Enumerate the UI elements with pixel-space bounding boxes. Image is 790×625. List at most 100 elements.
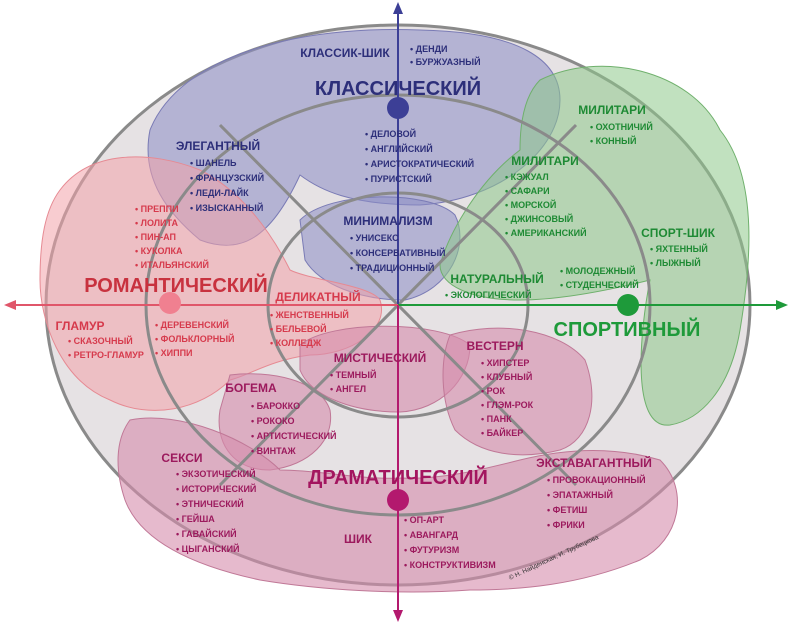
group-title: НАТУРАЛЬНЫЙ [450,271,543,286]
style-item: • КЛУБНЫЙ [481,371,532,382]
style-item: • КОНСТРУКТИВИЗМ [404,560,496,570]
style-item: • ТРАДИЦИОННЫЙ [350,262,434,273]
style-item: • БУРЖУАЗНЫЙ [410,56,481,67]
group-sport-chic: СПОРТ-ШИК • ЯХТЕННЫЙ • ЛЫЖНЫЙ [641,226,715,268]
style-item: • САФАРИ [505,186,550,196]
style-item: • УНИСЕКС [350,233,399,243]
group-title: ЭЛЕГАНТНЫЙ [176,138,260,153]
group-boho: БОГЕМА• БАРОККО• РОКОКО• АРТИСТИЧЕСКИЙ• … [225,381,336,456]
style-item: • БАРОККО [251,401,300,411]
style-item: • ПРЕППИ [135,204,179,214]
group-title: МИЛИТАРИ [578,103,646,117]
style-item: • ГЛЭМ-РОК [481,400,534,410]
style-item: • ХИППИ [155,348,193,358]
style-item: • ПАНК [481,414,512,424]
style-item: • ДЕРЕВЕНСКИЙ [155,319,229,330]
arrow-right-icon [776,300,788,310]
style-item: • ЛОЛИТА [135,218,178,228]
style-item: • ЖЕНСТВЕННЫЙ [270,309,349,320]
style-item: • ЦЫГАНСКИЙ [176,543,240,554]
style-item: • ДЕНДИ [410,44,447,54]
style-item: • ИЗЫСКАННЫЙ [190,202,263,213]
style-item: • КУКОЛКА [135,246,183,256]
group-title: ГЛАМУР [55,319,104,333]
style-item: • ВИНТАЖ [251,446,297,456]
style-item: • ФРИКИ [547,520,585,530]
style-item: • ЛЫЖНЫЙ [650,257,701,268]
group-title: ЭКСТАВАГАНТНЫЙ [536,455,652,470]
style-item: • СКАЗОЧНЫЙ [68,335,133,346]
style-item: • ПИН-АП [135,232,176,242]
group-youth: • МОЛОДЕЖНЫЙ • СТУДЕНЧЕСКИЙ [560,265,639,290]
group-military-inner: МИЛИТАРИ• КЭЖУАЛ• САФАРИ• МОРСКОЙ• ДЖИНС… [505,154,587,238]
style-item: • ФЕТИШ [547,505,587,515]
group-extravagant: ЭКСТАВАГАНТНЫЙ• ПРОВОКАЦИОННЫЙ• ЭПАТАЖНЫ… [536,455,652,530]
sport-zone [439,65,750,426]
style-item: • АМЕРИКАНСКИЙ [505,227,587,238]
group-avant: • ОП-АРТ • АВАНГАРД • ФУТУРИЗМ • КОНСТРУКТИ… [404,515,496,570]
style-item: • ШАНЕЛЬ [190,158,237,168]
style-item: • ЭПАТАЖНЫЙ [547,489,613,500]
style-item: • КОНСЕРВАТИВНЫЙ [350,247,446,258]
style-item: • ФРАНЦУЗСКИЙ [190,172,264,183]
style-item: • АНГЛИЙСКИЙ [365,143,433,154]
style-item: • РЕТРО-ГЛАМУР [68,350,144,360]
style-groups: КЛАССИК-ШИК• ДЕНДИ• БУРЖУАЗНЫЙ• ДЕЛОВОЙ•… [55,44,715,570]
style-item: • ФОЛЬКЛОРНЫЙ [155,333,234,344]
style-item: • ОХОТНИЧИЙ [590,121,653,132]
sport-dot [617,294,639,316]
group-delicate: ДЕЛИКАТНЫЙ • ЖЕНСТВЕННЫЙ • БЕЛЬЕВОЙ • КОЛЛЕ… [270,289,361,348]
style-item: • КОЛЛЕДЖ [270,338,322,348]
group-rustic: • ДЕРЕВЕНСКИЙ • ФОЛЬКЛОРНЫЙ • ХИППИ [155,319,234,358]
style-item: • АНГЕЛ [330,384,366,394]
style-item: • БЕЛЬЕВОЙ [270,323,327,334]
group-elegant: ЭЛЕГАНТНЫЙ • ШАНЕЛЬ • ФРАНЦУЗСКИЙ • ЛЕДИ-ЛА… [176,138,264,213]
group-title: ВЕСТЕРН [466,339,523,353]
group-minimalism: МИНИМАЛИЗМ • УНИСЕКС • КОНСЕРВАТИВНЫЙ • ТРА… [343,214,445,273]
style-item: • ЛЕДИ-ЛАЙК [190,187,249,198]
group-military-outer: МИЛИТАРИ• ОХОТНИЧИЙ• КОННЫЙ [578,103,653,146]
style-item: • РОК [481,386,506,396]
style-item: • ОП-АРТ [404,515,445,525]
group-mystic: МИСТИЧЕСКИЙ• ТЕМНЫЙ• АНГЕЛ [330,350,426,394]
style-item: • ИТАЛЬЯНСКИЙ [135,259,209,270]
style-item: • ГАВАЙСКИЙ [176,528,237,539]
arrow-down-icon [393,610,403,622]
group-title: СПОРТ-ШИК [641,226,715,240]
group-glamour: ГЛАМУР • СКАЗОЧНЫЙ • РЕТРО-ГЛАМУР [55,319,143,360]
style-item: • ИСТОРИЧЕСКИЙ [176,483,256,494]
style-item: • ЯХТЕННЫЙ [650,243,708,254]
style-item: • КЭЖУАЛ [505,172,549,182]
romantic-dot [159,292,181,314]
style-item: • АВАНГАРД [404,530,459,540]
dramatic-dot [387,489,409,511]
style-item: • ДЖИНСОВЫЙ [505,213,573,224]
group-classic-chic: КЛАССИК-ШИК • ДЕНДИ • БУРЖУАЗНЫЙ [300,44,480,67]
style-item: • МОРСКОЙ [505,199,556,210]
pole-sport: СПОРТИВНЫЙ [554,317,701,341]
group-title: КЛАССИК-ШИК [300,46,390,60]
arrow-up-icon [393,2,403,14]
style-item: • ГЕЙША [176,513,215,524]
style-item: • ЭТНИЧЕСКИЙ [176,498,244,509]
style-item: • ФУТУРИЗМ [404,545,459,555]
style-item: • АРТИСТИЧЕСКИЙ [251,430,337,441]
style-item: • ЭКЗОТИЧЕСКИЙ [176,468,256,479]
style-item: • АРИСТОКРАТИЧЕСКИЙ [365,158,474,169]
style-item: • МОЛОДЕЖНЫЙ [560,265,635,276]
group-preppy: • ПРЕППИ • ЛОЛИТА • ПИН-АП • КУКОЛКА • ИТАЛЬ… [135,204,209,270]
style-item: • ДЕЛОВОЙ [365,128,416,139]
style-item: • СТУДЕНЧЕСКИЙ [560,279,639,290]
pole-romantic: РОМАНТИЧЕСКИЙ [84,273,268,297]
group-sexy: СЕКСИ • ЭКЗОТИЧЕСКИЙ • ИСТОРИЧЕСКИЙ • ЭТНИЧ… [161,451,256,554]
group-title: БОГЕМА [225,381,277,395]
group-chic: ШИК [344,532,373,546]
group-title: МИСТИЧЕСКИЙ [334,350,427,365]
group-title: МИНИМАЛИЗМ [343,214,432,228]
group-title: СЕКСИ [161,451,202,465]
group-title: ДЕЛИКАТНЫЙ [275,289,360,304]
group-business: • ДЕЛОВОЙ • АНГЛИЙСКИЙ • АРИСТОКРАТИЧЕСКИЙ… [365,128,474,184]
style-item: • БАЙКЕР [481,427,523,438]
arrow-left-icon [4,300,16,310]
